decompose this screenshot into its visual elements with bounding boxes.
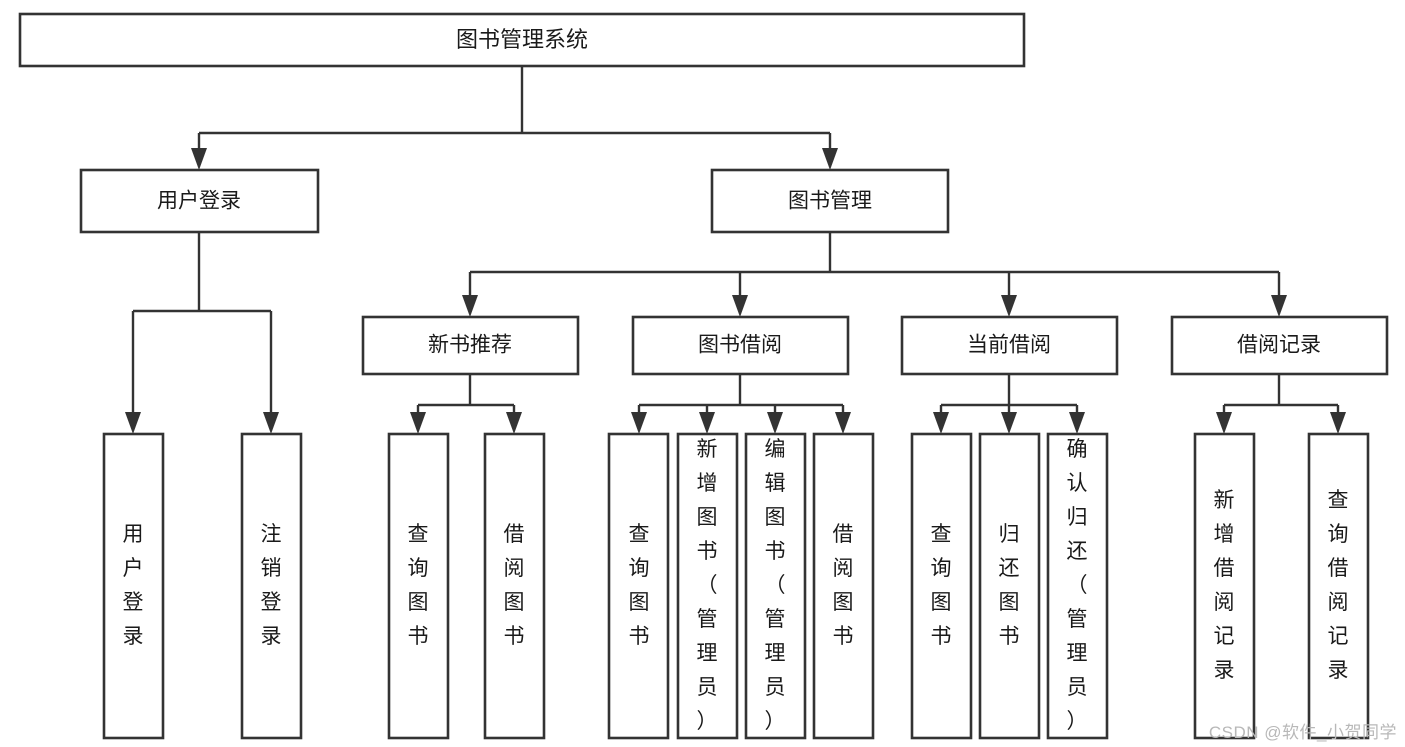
arrowhead-leaf-add-book — [699, 412, 715, 434]
leaf-edit-book-box[interactable] — [744, 432, 807, 740]
node-book-management-label: 图书管理 — [788, 190, 872, 213]
leaf-query-record-label: 查询借阅记录 — [1328, 489, 1349, 682]
node-user-login-label: 用户登录 — [157, 190, 241, 213]
arrowhead-leaf-edit-book — [767, 412, 783, 434]
leaf-edit-book-label: 编辑图书（管理员） — [765, 438, 786, 733]
leaf-query-record-box[interactable] — [1307, 432, 1370, 740]
leaf-borrow-book-2-label: 借阅图书 — [833, 523, 854, 648]
arrowhead-leaf-query-book-1 — [410, 412, 426, 434]
arrowhead-user-login — [191, 148, 207, 170]
leaf-borrow-book-2[interactable]: 借阅图书 — [812, 432, 875, 740]
leaf-user-login-box[interactable] — [102, 432, 165, 740]
arrowhead-leaf-query-book-3 — [933, 412, 949, 434]
node-user-login[interactable]: 用户登录 — [79, 168, 320, 234]
leaf-logout-login[interactable]: 注销登录 — [240, 432, 303, 740]
leaf-borrow-book-1-label: 借阅图书 — [504, 523, 525, 648]
leaf-add-record-box[interactable] — [1193, 432, 1256, 740]
arrowhead-leaf-logout-login — [263, 412, 279, 434]
leaf-add-record-label: 新增借阅记录 — [1214, 489, 1235, 682]
leaf-query-book-2-label: 查询图书 — [629, 523, 650, 648]
arrowhead-leaf-query-book-2 — [631, 412, 647, 434]
node-root-label: 图书管理系统 — [456, 27, 588, 52]
watermark-text: CSDN @软件_小贺同学 — [1208, 723, 1397, 742]
node-current-borrow[interactable]: 当前借阅 — [900, 315, 1119, 376]
node-borrow-record-label: 借阅记录 — [1237, 334, 1321, 357]
leaf-query-book-3-box[interactable] — [910, 432, 973, 740]
leaf-query-book-1-box[interactable] — [387, 432, 450, 740]
node-user-login-box[interactable] — [79, 168, 320, 234]
node-current-borrow-box[interactable] — [900, 315, 1119, 376]
node-book-borrow-box[interactable] — [631, 315, 850, 376]
arrowhead-new-book-recommend — [462, 295, 478, 317]
arrowhead-leaf-borrow-book-2 — [835, 412, 851, 434]
arrowhead-leaf-return-book — [1001, 412, 1017, 434]
leaf-borrow-book-2-box[interactable] — [812, 432, 875, 740]
leaf-add-record[interactable]: 新增借阅记录 — [1193, 432, 1256, 740]
arrowhead-borrow-record — [1271, 295, 1287, 317]
arrowhead-book-borrow — [732, 295, 748, 317]
leaf-query-book-2[interactable]: 查询图书 — [607, 432, 670, 740]
leaf-query-book-1[interactable]: 查询图书 — [387, 432, 450, 740]
leaf-confirm-return[interactable]: 确认归还（管理员） — [1046, 432, 1109, 740]
node-book-borrow[interactable]: 图书借阅 — [631, 315, 850, 376]
arrowhead-current-borrow — [1001, 295, 1017, 317]
node-book-management[interactable]: 图书管理 — [710, 168, 950, 234]
node-book-management-box[interactable] — [710, 168, 950, 234]
leaf-return-book-label: 归还图书 — [999, 523, 1020, 648]
leaf-return-book[interactable]: 归还图书 — [978, 432, 1041, 740]
leaf-borrow-book-1[interactable]: 借阅图书 — [483, 432, 546, 740]
leaf-query-book-3[interactable]: 查询图书 — [910, 432, 973, 740]
leaf-return-book-box[interactable] — [978, 432, 1041, 740]
arrowhead-leaf-add-record — [1216, 412, 1232, 434]
arrowhead-leaf-query-record — [1330, 412, 1346, 434]
leaf-add-book-label: 新增图书（管理员） — [697, 438, 718, 733]
leaf-query-book-3-label: 查询图书 — [931, 523, 952, 648]
node-borrow-record-box[interactable] — [1170, 315, 1389, 376]
arrowhead-leaf-borrow-book-1 — [506, 412, 522, 434]
leaf-edit-book[interactable]: 编辑图书（管理员） — [744, 432, 807, 740]
leaf-confirm-return-label: 确认归还（管理员） — [1067, 438, 1088, 733]
leaf-query-book-2-box[interactable] — [607, 432, 670, 740]
leaf-add-book[interactable]: 新增图书（管理员） — [676, 432, 739, 740]
leaf-query-book-1-label: 查询图书 — [408, 523, 429, 648]
leaf-logout-login-box[interactable] — [240, 432, 303, 740]
leaf-user-login[interactable]: 用户登录 — [102, 432, 165, 740]
node-new-book-recommend-label: 新书推荐 — [428, 334, 512, 357]
arrowhead-leaf-user-login — [125, 412, 141, 434]
leaf-borrow-book-1-box[interactable] — [483, 432, 546, 740]
node-current-borrow-label: 当前借阅 — [967, 334, 1051, 357]
arrowhead-book-management — [822, 148, 838, 170]
connector-layer — [125, 66, 1346, 434]
node-root[interactable]: 图书管理系统 — [18, 12, 1026, 68]
node-new-book-recommend[interactable]: 新书推荐 — [361, 315, 580, 376]
node-book-borrow-label: 图书借阅 — [698, 334, 782, 357]
arrowhead-leaf-confirm-return — [1069, 412, 1085, 434]
leaf-user-login-label: 用户登录 — [123, 523, 144, 648]
node-new-book-recommend-box[interactable] — [361, 315, 580, 376]
leaf-add-book-box[interactable] — [676, 432, 739, 740]
node-root-box[interactable] — [18, 12, 1026, 68]
leaf-query-record[interactable]: 查询借阅记录 — [1307, 432, 1370, 740]
node-borrow-record[interactable]: 借阅记录 — [1170, 315, 1389, 376]
leaf-confirm-return-box[interactable] — [1046, 432, 1109, 740]
leaf-logout-login-label: 注销登录 — [261, 523, 282, 648]
